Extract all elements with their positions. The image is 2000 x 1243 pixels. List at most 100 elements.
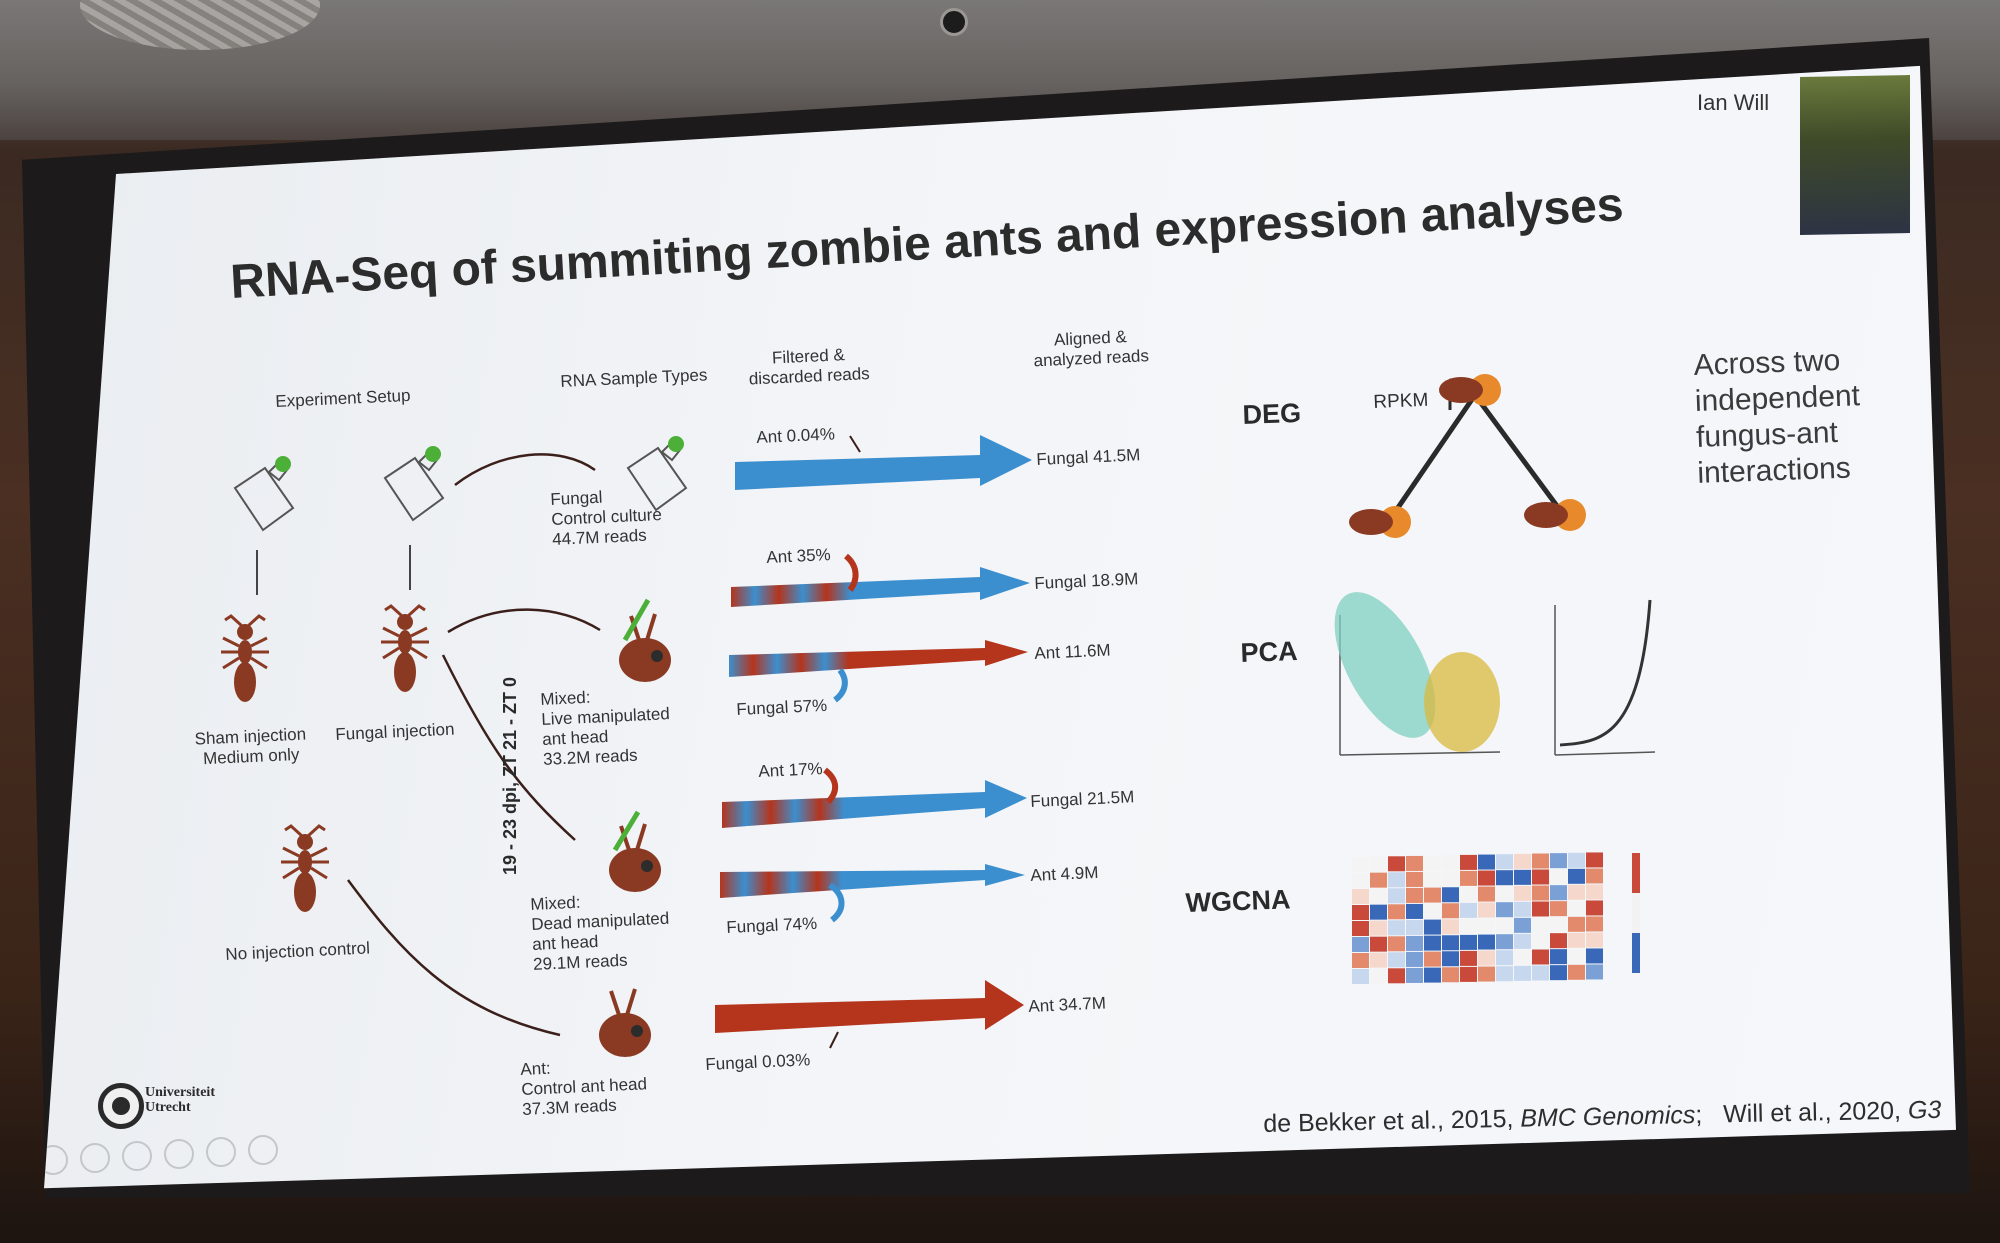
heatmap-cell (1550, 885, 1567, 901)
heatmap-cell (1514, 965, 1531, 981)
heatmap-cell (1496, 854, 1513, 870)
citation-sep: ; (1695, 1100, 1703, 1129)
arrow-curve (454, 453, 596, 486)
heatmap-cell (1550, 917, 1567, 933)
citation-part1: de Bekker et al., 2015, (1263, 1104, 1521, 1138)
citation-journal1: BMC Genomics (1520, 1100, 1696, 1133)
slideshow-grid-icon[interactable] (164, 1139, 194, 1169)
heatmap-cell (1478, 870, 1495, 886)
flow-4-discarded: Ant 17% (758, 759, 824, 781)
heatmap-cell (1406, 967, 1423, 983)
heatmap-cell (1460, 854, 1477, 870)
slideshow-prev-icon[interactable] (44, 1145, 68, 1175)
heatmap-cell (1370, 856, 1387, 872)
heatmap-cell (1370, 888, 1387, 904)
sample-live-manipulated: Mixed: Live manipulated ant head 33.2M r… (540, 684, 672, 770)
heatmap-cell (1496, 902, 1513, 918)
pca-plot (1334, 592, 1501, 756)
heatmap-cell (1514, 853, 1531, 869)
slideshow-more-icon[interactable] (248, 1135, 278, 1165)
deg-ant-right-icon (1524, 499, 1586, 531)
heatmap-cell (1478, 854, 1495, 870)
flow-2-discarded: Ant 35% (766, 545, 832, 567)
heatmap-cell (1550, 933, 1567, 949)
heatmap-cell (1550, 901, 1567, 917)
ceiling-camera (940, 8, 968, 36)
heatmap-cell (1478, 918, 1495, 934)
heatmap-cell (1406, 951, 1423, 967)
citation-journal2: G3 (1907, 1095, 1942, 1125)
heatmap-cell (1568, 884, 1585, 900)
discard-marker (828, 882, 845, 923)
heatmap-cell (1424, 935, 1441, 951)
control-ant-icon (279, 824, 331, 914)
label-rpkm: RPKM (1373, 389, 1429, 413)
heatmap-cell (1460, 870, 1477, 886)
heatmap-cell (1550, 869, 1567, 885)
flow-5-aligned: Ant 4.9M (1030, 862, 1099, 885)
discard-marker (849, 435, 861, 453)
heatmap-cell (1496, 918, 1513, 934)
sham-ant-icon (219, 614, 271, 704)
deg-line-left (1392, 393, 1478, 514)
heatmap-cell (1442, 967, 1459, 983)
heatmap-cell (1568, 916, 1585, 932)
heatmap-cell (1514, 885, 1531, 901)
control-ant-head-icon (597, 987, 653, 1059)
label-wgcna: WGCNA (1185, 884, 1291, 918)
heatmap-cell (1514, 901, 1531, 917)
sample-fungal-control: Fungal Control culture 44.7M reads (550, 485, 663, 550)
heatmap-cell (1352, 873, 1369, 888)
slideshow-zoom-icon[interactable] (206, 1137, 236, 1167)
heatmap-cell (1388, 952, 1405, 968)
heatmap-cell (1514, 933, 1531, 949)
heatmap-cell (1514, 869, 1531, 885)
heatmap-cell (1406, 887, 1423, 903)
heatmap-cell (1406, 935, 1423, 951)
heatmap-cell (1496, 950, 1513, 966)
flow-arrow-2 (731, 567, 1030, 607)
arrow-curve (346, 879, 561, 1037)
heatmap-cell (1478, 902, 1495, 918)
heatmap-cell (1388, 888, 1405, 904)
label-pca: PCA (1240, 636, 1299, 668)
heatmap-cell (1586, 948, 1603, 964)
discard-marker (843, 553, 859, 592)
heatmap-cell (1442, 951, 1459, 967)
heatmap-cell (1568, 964, 1585, 980)
heatmap-cell (1370, 920, 1387, 936)
heatmap-cell (1496, 870, 1513, 886)
heatmap-cell (1586, 900, 1603, 916)
heatmap-cell (1568, 852, 1585, 868)
heatmap-cell (1568, 932, 1585, 948)
flow-arrow-1 (735, 435, 1032, 490)
heatmap-cell (1532, 885, 1549, 901)
side-note: Across two independent fungus-ant intera… (1693, 343, 1861, 490)
heatmap-cell (1352, 953, 1369, 968)
heatmap-cell (1424, 967, 1441, 983)
slideshow-next-icon[interactable] (80, 1143, 110, 1173)
presenter-name: Ian Will (1697, 90, 1770, 115)
header-filtered-discarded: Filtered & discarded reads (748, 345, 871, 389)
university-logo-text: Universiteit Utrecht (145, 1085, 215, 1115)
heatmap-cell (1586, 868, 1603, 884)
sample-dead-manipulated: Mixed: Dead manipulated ant head 29.1M r… (530, 889, 671, 975)
dead-manipulated-head-icon (607, 822, 663, 894)
heatmap-cell (1388, 856, 1405, 872)
heatmap-cell (1370, 952, 1387, 968)
heatmap-cell (1424, 887, 1441, 903)
university-logo-icon (98, 1083, 144, 1129)
flow-6-aligned: Ant 34.7M (1028, 993, 1107, 1016)
header-aligned-analyzed: Aligned & analyzed reads (1033, 327, 1150, 371)
slideshow-pen-icon[interactable] (122, 1141, 152, 1171)
live-manipulated-head-icon (617, 612, 673, 684)
heatmap-cell (1442, 903, 1459, 919)
heatmap-cell (1442, 855, 1459, 871)
heatmap-cell (1388, 904, 1405, 920)
heatmap-cell (1550, 965, 1567, 981)
heatmap-cell (1586, 852, 1603, 868)
heatmap-cell (1352, 921, 1369, 936)
heatmap-cell (1532, 869, 1549, 885)
citation-part2: Will et al., 2020, (1722, 1096, 1909, 1129)
